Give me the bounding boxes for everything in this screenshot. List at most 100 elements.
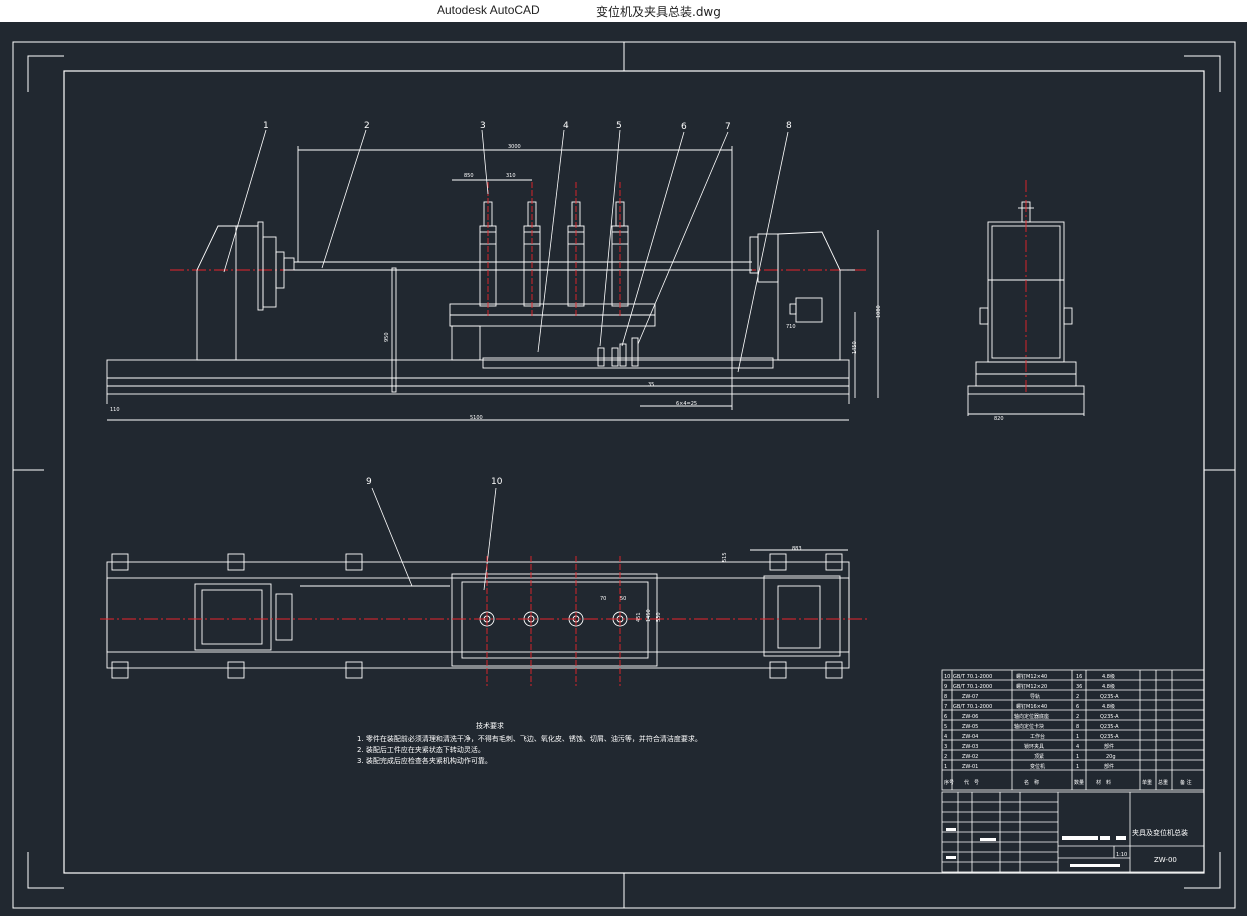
row-material: 20g <box>1106 754 1116 760</box>
dim-side-width: 820 <box>994 416 1004 422</box>
dim-flange: 710 <box>786 324 796 330</box>
tech-note-1: 1. 零件在装配前必须清理和清洗干净，不得有毛刺、飞边、氧化皮、锈蚀、切屑、油污… <box>357 734 702 743</box>
drawing-svg: 1 2 3 4 5 6 7 8 9 10 3000 850 310 950 51… <box>12 41 1236 909</box>
drawing-title: 夹具及变位机总装 <box>1132 828 1188 837</box>
title-bar: Autodesk AutoCAD 变位机及夹具总装.dwg <box>0 0 1247 22</box>
row-material: 4.8级 <box>1102 703 1115 710</box>
header-code: 代 号 <box>964 779 979 786</box>
parts-list-text: 10 GB/T 70.1-2000 螺钉M12×40 16 4.8级 9 GB/… <box>944 673 1192 786</box>
row-name: 顶紧 <box>1034 753 1044 760</box>
front-view <box>106 146 879 421</box>
row-no: 3 <box>944 744 947 750</box>
drawing-canvas[interactable]: 1 2 3 4 5 6 7 8 9 10 3000 850 310 950 51… <box>0 22 1247 916</box>
balloon-10: 10 <box>491 477 503 487</box>
row-name: 轴向定位卡块 <box>1014 723 1044 730</box>
dim-d2: 310 <box>506 173 516 179</box>
dim-base-len: 5100 <box>470 415 483 421</box>
row-name: 变位机 <box>1030 763 1045 770</box>
tech-note-2: 2. 装配后工件应在夹紧状态下转动灵活。 <box>357 745 485 754</box>
plan-view <box>100 549 870 686</box>
dim-overall-top: 3000 <box>508 144 521 150</box>
row-code: GB/T 70.1-2000 <box>953 704 992 710</box>
row-qty: 36 <box>1076 684 1082 690</box>
tech-note-3: 3. 装配完成后应检查各夹紧机构动作可靠。 <box>357 756 492 765</box>
header-qty: 数量 <box>1074 779 1084 786</box>
row-material: Q235-A <box>1100 694 1119 700</box>
row-material: Q235-A <box>1100 724 1119 730</box>
header-material: 材 料 <box>1096 779 1111 786</box>
row-material: 4.8级 <box>1102 683 1115 690</box>
side-view <box>967 180 1085 416</box>
dim-plan-h1: 451 <box>636 612 642 622</box>
row-code: GB/T 70.1-2000 <box>953 684 992 690</box>
title-block <box>941 791 1205 873</box>
row-name: 螺钉M12×20 <box>1016 683 1047 690</box>
row-no: 9 <box>944 684 947 690</box>
row-name: 螺钉M12×40 <box>1016 673 1047 680</box>
row-code: GB/T 70.1-2000 <box>953 674 992 680</box>
dim-height-left: 950 <box>384 332 390 342</box>
row-name: 螺钉M16×40 <box>1016 703 1047 710</box>
tech-notes-title: 技术要求 <box>476 721 504 730</box>
dim-h-right2: 1450 <box>852 341 858 354</box>
dim-right-span: 6×4=25 <box>676 401 697 407</box>
row-name: 轴向定位器底座 <box>1014 713 1049 720</box>
row-no: 8 <box>944 694 947 700</box>
row-qty: 2 <box>1076 714 1079 720</box>
row-material: 部件 <box>1104 743 1114 750</box>
row-code: ZW-06 <box>962 714 978 720</box>
dim-plan-right: 883 <box>792 546 802 552</box>
row-no: 5 <box>944 724 947 730</box>
row-code: ZW-05 <box>962 724 978 730</box>
dim-left-offset: 110 <box>110 407 120 413</box>
balloon-2: 2 <box>364 121 370 131</box>
balloon-4: 4 <box>563 121 569 131</box>
row-name: 锁环夹具 <box>1024 743 1044 750</box>
row-no: 4 <box>944 734 947 740</box>
row-qty: 4 <box>1076 744 1079 750</box>
file-name: 变位机及夹具总装.dwg <box>596 5 721 19</box>
row-qty: 8 <box>1076 724 1079 730</box>
row-no: 10 <box>944 674 950 680</box>
dim-h-right1: 1080 <box>876 305 882 318</box>
row-no: 1 <box>944 764 947 770</box>
row-code: ZW-02 <box>962 754 978 760</box>
row-no: 6 <box>944 714 947 720</box>
app-name: Autodesk AutoCAD <box>437 3 540 17</box>
row-name: 工作台 <box>1030 733 1045 740</box>
row-qty: 6 <box>1076 704 1079 710</box>
balloon-9: 9 <box>366 477 372 487</box>
balloon-7: 7 <box>725 122 731 132</box>
row-qty: 16 <box>1076 674 1082 680</box>
row-name: 导轨 <box>1030 693 1040 700</box>
header-total: 总重 <box>1158 779 1168 786</box>
drawing-scale: 1:10 <box>1116 852 1127 858</box>
row-code: ZW-07 <box>962 694 978 700</box>
row-code: ZW-01 <box>962 764 978 770</box>
row-code: ZW-03 <box>962 744 978 750</box>
balloon-5: 5 <box>616 121 622 131</box>
row-material: Q235-A <box>1100 734 1119 740</box>
dim-plan-h2: 1450 <box>646 609 652 622</box>
row-qty: 1 <box>1076 754 1079 760</box>
dim-gap: 35 <box>648 382 654 388</box>
dim-plan-w2: 50 <box>620 596 626 602</box>
row-no: 7 <box>944 704 947 710</box>
parts-list <box>941 669 1205 791</box>
dim-plan-h3: 530 <box>656 612 662 622</box>
row-material: 4.8级 <box>1102 673 1115 680</box>
dim-d1: 850 <box>464 173 474 179</box>
drawing-number: ZW-00 <box>1154 856 1177 864</box>
header-single: 单重 <box>1142 779 1152 786</box>
row-qty: 1 <box>1076 764 1079 770</box>
outer-frame <box>12 41 1236 909</box>
row-qty: 2 <box>1076 694 1079 700</box>
row-material: Q235-A <box>1100 714 1119 720</box>
row-qty: 1 <box>1076 734 1079 740</box>
row-no: 2 <box>944 754 947 760</box>
dim-plan-top-mark: 515 <box>722 552 728 562</box>
balloon-3: 3 <box>480 121 486 131</box>
row-code: ZW-04 <box>962 734 978 740</box>
balloon-1: 1 <box>263 121 269 131</box>
header-name: 名 称 <box>1024 779 1039 786</box>
